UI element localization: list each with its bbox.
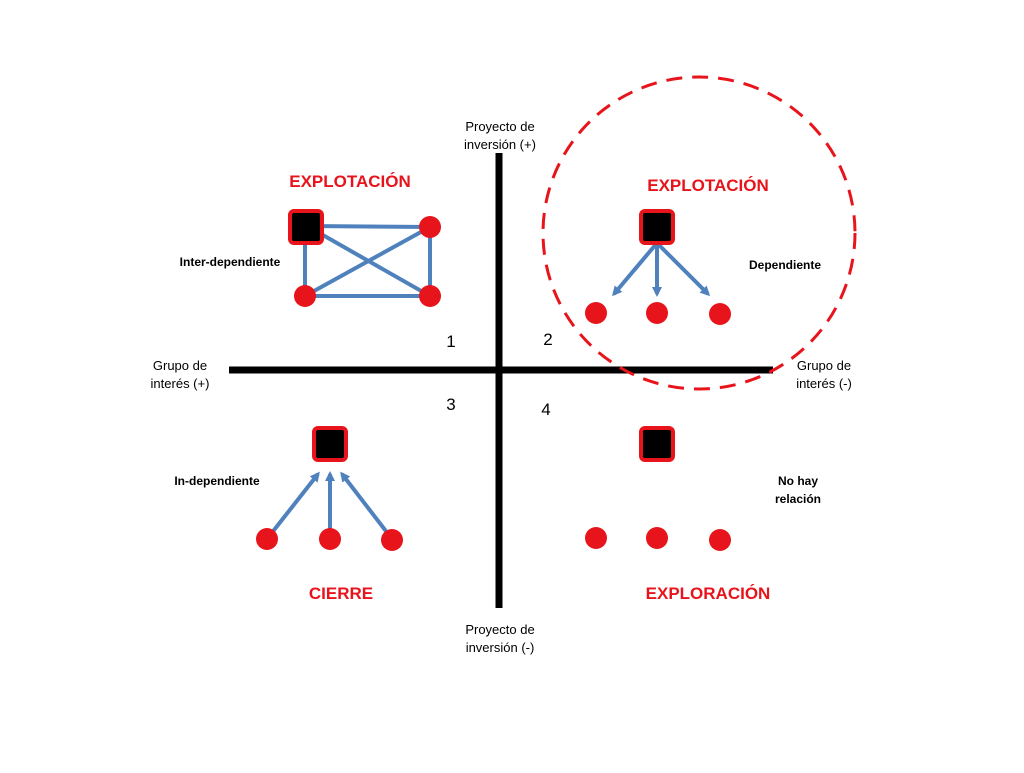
q4-circle-node <box>646 527 668 549</box>
axis-label-left-line2: interés (+) <box>150 376 210 391</box>
q2-arrow <box>655 241 711 297</box>
q2-network <box>585 209 731 325</box>
q3-network <box>256 426 403 551</box>
q4-relation-line2: relación <box>774 492 822 506</box>
q3-circle-node <box>256 528 278 550</box>
q4-square-node <box>639 426 675 462</box>
axis-label-top: Proyecto de inversión (+) <box>440 118 560 154</box>
q2-number: 2 <box>543 330 553 349</box>
q2-circle-node <box>709 303 731 325</box>
q1-connector <box>306 224 431 229</box>
q3-circle-node <box>319 528 341 550</box>
q3-arrow <box>265 471 320 541</box>
axis-label-bottom-line2: inversión (-) <box>465 640 535 655</box>
q3-relation-label: In-dependiente <box>174 474 260 488</box>
q3-arrow <box>340 471 394 541</box>
q1-circle-node <box>294 285 316 307</box>
q2-title: EXPLOTACIÓN <box>647 176 769 195</box>
q3-number: 3 <box>446 395 456 414</box>
axis-label-bottom: Proyecto de inversión (-) <box>440 621 560 657</box>
q3-circle-node <box>381 529 403 551</box>
q1-relation-label: Inter-dependiente <box>179 255 281 269</box>
q3-title: CIERRE <box>308 584 374 603</box>
q1-connector <box>304 225 431 298</box>
q4-network <box>585 426 731 551</box>
axis-label-top-line1: Proyecto de <box>465 119 535 134</box>
q4-relation-line1: No hay <box>777 474 818 488</box>
q2-arrow <box>612 241 659 297</box>
q4-title: EXPLORACIÓN <box>645 584 771 603</box>
q2-circle-node <box>646 302 668 324</box>
q2-circle-node <box>585 302 607 324</box>
q1-circle-node <box>419 216 441 238</box>
q4-number: 4 <box>541 400 551 419</box>
q1-title: EXPLOTACIÓN <box>289 172 411 191</box>
q1-network <box>288 209 441 307</box>
axis-label-right: Grupo de interés (-) <box>774 357 874 393</box>
axis-label-right-line2: interés (-) <box>796 376 852 391</box>
q4-relation-label: No hay relación <box>748 472 848 508</box>
q1-circle-node <box>419 285 441 307</box>
axis-label-right-line1: Grupo de <box>796 358 852 373</box>
q2-square-node <box>639 209 675 245</box>
q3-square-node <box>312 426 348 462</box>
q4-circle-node <box>585 527 607 549</box>
axis-label-left: Grupo de interés (+) <box>130 357 230 393</box>
axis-label-bottom-line1: Proyecto de <box>465 622 535 637</box>
q1-square-node <box>288 209 324 245</box>
axis-label-left-line1: Grupo de <box>152 358 208 373</box>
q2-relation-label: Dependiente <box>748 258 821 272</box>
dashed-highlight-circle <box>541 75 857 391</box>
q1-number: 1 <box>446 332 456 351</box>
q4-circle-node <box>709 529 731 551</box>
axis-label-top-line2: inversión (+) <box>464 137 536 152</box>
